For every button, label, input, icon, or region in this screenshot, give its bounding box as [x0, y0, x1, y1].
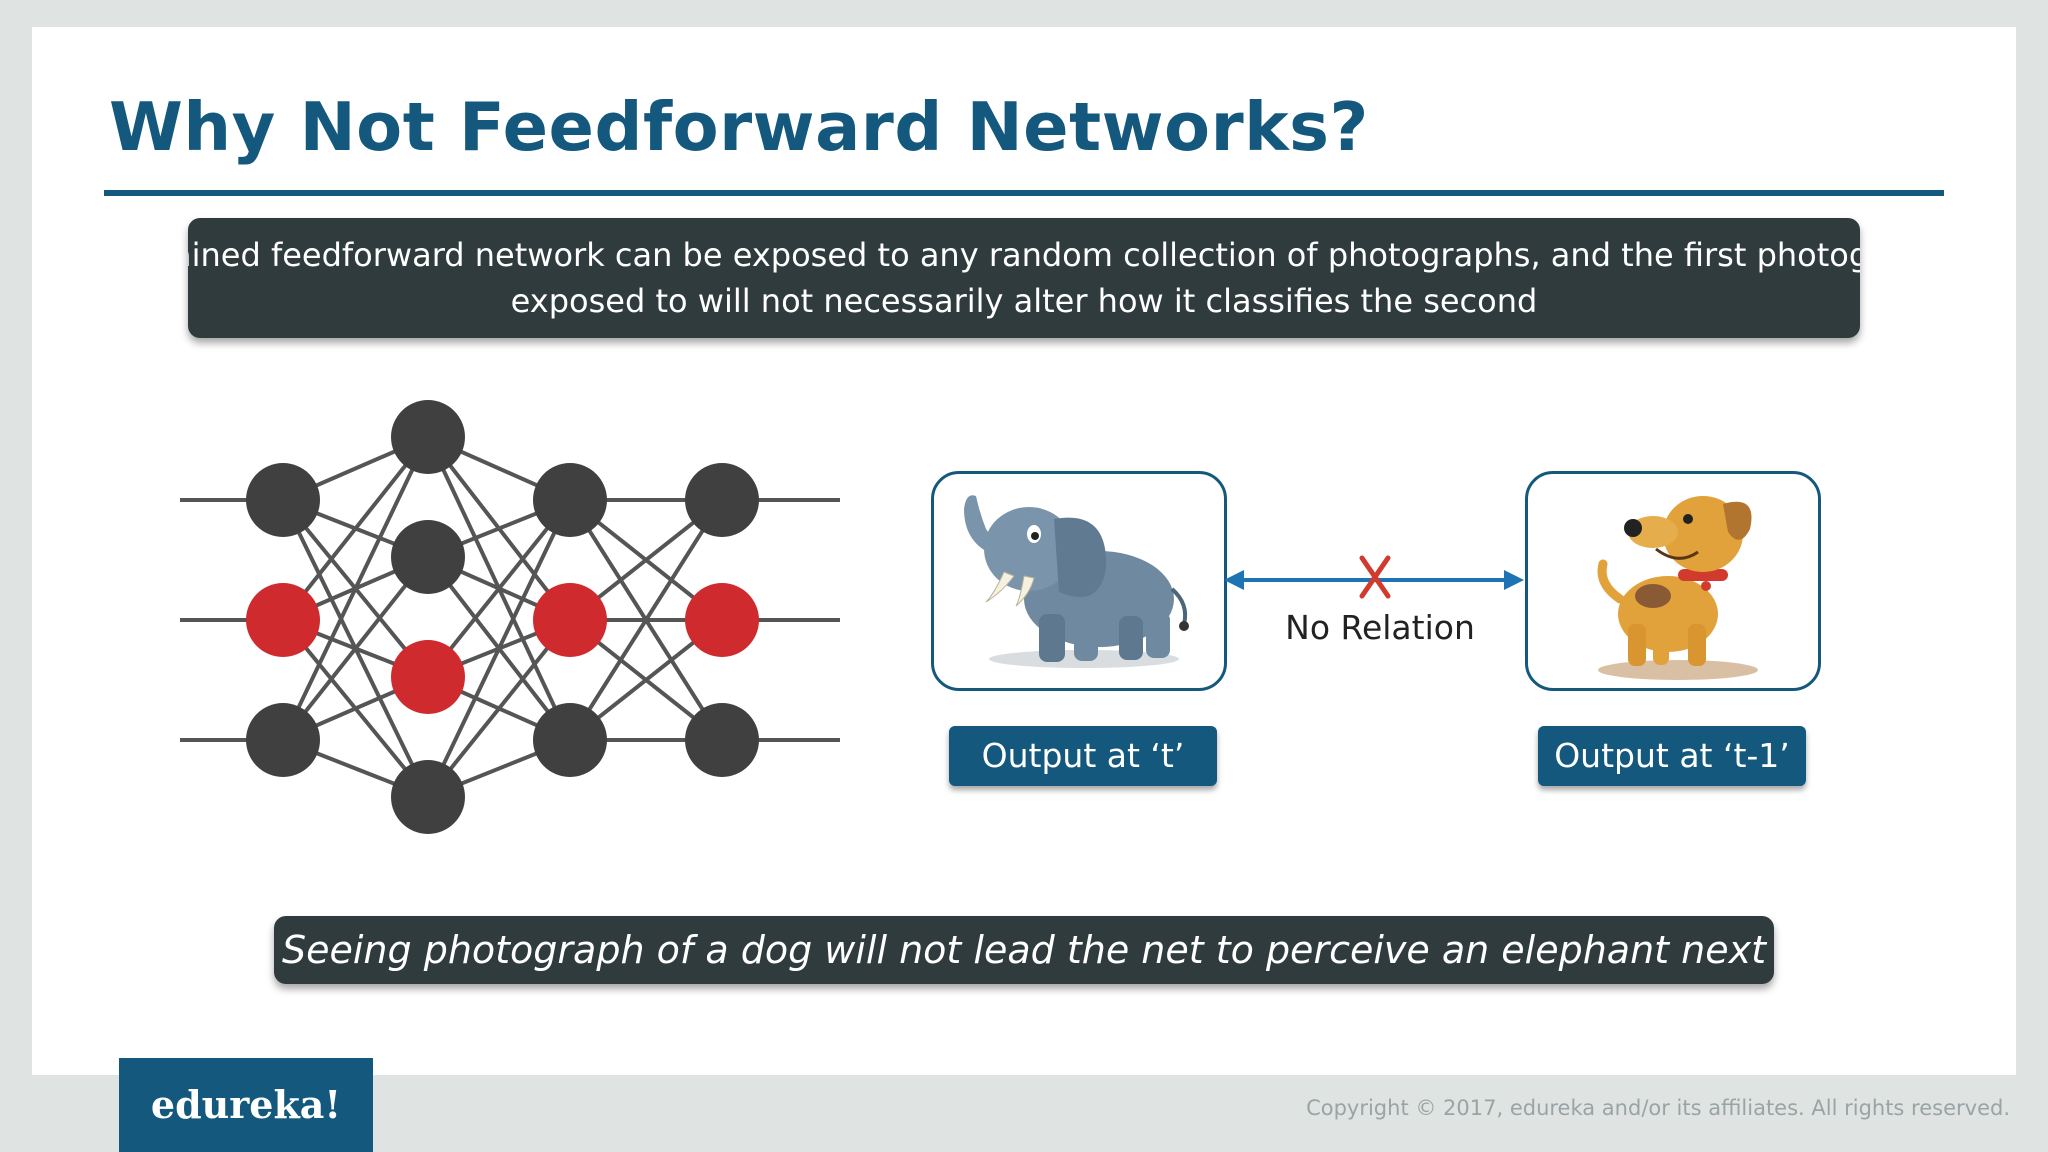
network-node-active	[391, 640, 465, 714]
description-line-2: exposed to will not necessarily alter ho…	[188, 282, 1860, 320]
conclusion-text: Seeing photograph of a dog will not lead…	[274, 928, 1774, 972]
network-node	[391, 400, 465, 474]
network-node	[533, 463, 607, 537]
network-node	[391, 520, 465, 594]
network-node	[391, 760, 465, 834]
dog-image-card	[1525, 471, 1821, 691]
description-line-1: ained feedforward network can be exposed…	[188, 236, 1860, 274]
network-node	[685, 703, 759, 777]
title-divider	[104, 190, 1944, 196]
feedforward-network-diagram	[180, 395, 840, 865]
network-node	[246, 703, 320, 777]
output-at-t-minus-1-button[interactable]: Output at ‘t-1’	[1538, 726, 1806, 786]
edureka-logo[interactable]: edureka!	[119, 1058, 373, 1152]
page-title: Why Not Feedforward Networks?	[109, 88, 1369, 166]
network-node	[533, 703, 607, 777]
elephant-icon	[934, 474, 1224, 688]
copyright-text: Copyright © 2017, edureka and/or its aff…	[1306, 1096, 2010, 1120]
network-node	[685, 463, 759, 537]
network-node-active	[246, 583, 320, 657]
dog-icon	[1528, 474, 1818, 688]
conclusion-box: Seeing photograph of a dog will not lead…	[274, 916, 1774, 984]
description-box: ained feedforward network can be exposed…	[188, 218, 1860, 338]
network-node	[246, 463, 320, 537]
relation-label: No Relation	[1270, 608, 1490, 647]
network-node-active	[533, 583, 607, 657]
network-node-active	[685, 583, 759, 657]
elephant-image-card	[931, 471, 1227, 691]
no-relation-arrow	[1222, 548, 1526, 608]
output-at-t-button[interactable]: Output at ‘t’	[949, 726, 1217, 786]
cross-icon	[1362, 558, 1388, 596]
